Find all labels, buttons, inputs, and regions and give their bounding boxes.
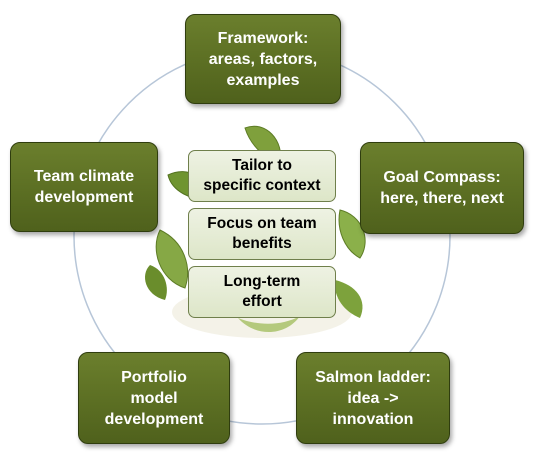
- focus-line-1: Focus on team: [207, 215, 317, 232]
- framework-line-3: examples: [226, 71, 300, 89]
- long-term-line-2: effort: [242, 293, 282, 310]
- tailor-line-1: Tailor to: [232, 157, 292, 174]
- team-climate-line-1: Team climate: [33, 168, 135, 185]
- salmon-ladder-line-1: Salmon ladder:: [315, 368, 431, 386]
- portfolio-node: Portfolio model development: [78, 352, 230, 444]
- salmon-ladder-node: Salmon ladder: idea -> innovation: [296, 352, 450, 444]
- framework-node: Framework: areas, factors, examples: [185, 14, 341, 104]
- framework-line-2: areas, factors,: [208, 50, 318, 68]
- team-climate-line-2: development: [34, 189, 134, 206]
- long-term-item: Long-term effort: [188, 266, 336, 318]
- focus-item: Focus on team benefits: [188, 208, 336, 260]
- salmon-ladder-line-2: idea ->: [347, 389, 399, 407]
- long-term-line-1: Long-term: [223, 273, 301, 290]
- portfolio-line-3: development: [104, 410, 204, 428]
- goal-compass-line-1: Goal Compass:: [383, 169, 501, 186]
- focus-line-2: benefits: [232, 235, 292, 252]
- team-climate-node: Team climate development: [10, 142, 158, 232]
- framework-line-1: Framework:: [217, 29, 309, 47]
- salmon-ladder-line-3: innovation: [332, 410, 414, 428]
- goal-compass-line-2: here, there, next: [380, 190, 504, 207]
- tailor-line-2: specific context: [203, 177, 321, 194]
- portfolio-line-2: model: [130, 389, 178, 407]
- tailor-item: Tailor to specific context: [188, 150, 336, 202]
- portfolio-line-1: Portfolio: [121, 368, 187, 386]
- goal-compass-node: Goal Compass: here, there, next: [360, 142, 524, 234]
